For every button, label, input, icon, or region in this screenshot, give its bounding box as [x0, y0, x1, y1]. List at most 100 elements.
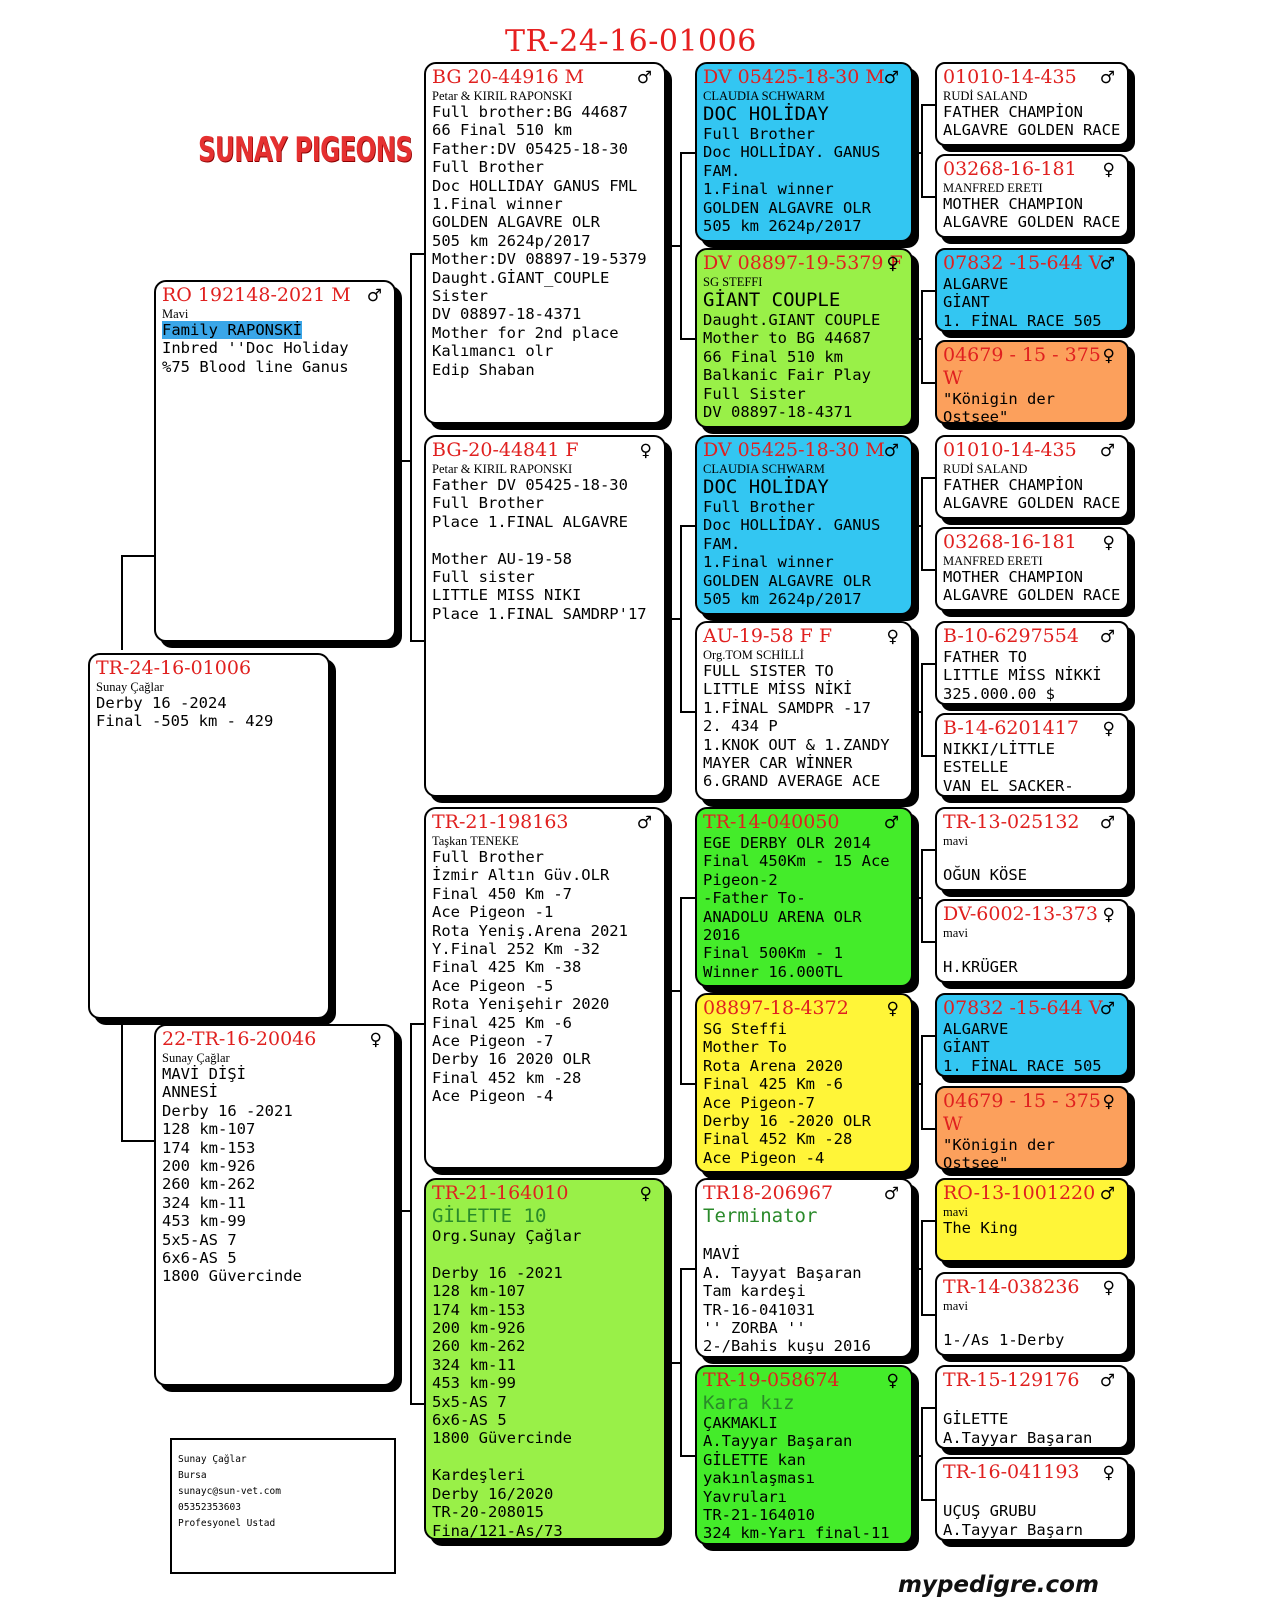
- female-icon: ♀: [886, 999, 899, 1019]
- sire-line: %75 Blood line Ganus: [162, 357, 349, 376]
- grandparent-line: 1800 Güvercinde: [432, 1429, 572, 1448]
- contact-email[interactable]: sunayc@sun-vet.com: [178, 1486, 281, 1497]
- connector-line: [680, 338, 695, 340]
- great-grandparent-line: 505 km 2624p/2017: [703, 590, 862, 609]
- connector-line: [921, 849, 935, 851]
- gg-grandparent-line: UÇUŞ GRUBU: [943, 1502, 1037, 1521]
- subject-card[interactable]: TR-24-16-01006 Sunay Çağlar Derby 16 -20…: [88, 653, 330, 1019]
- great-grandparent-line: DV 08897-18-4371: [703, 403, 853, 422]
- gg-grandparent-owner: MANFRED ERETI: [943, 181, 1043, 195]
- female-icon: ♀: [886, 627, 899, 647]
- great-grandparent-line: 1.Final winner: [703, 180, 834, 199]
- grandparent-line: Full Brother: [432, 848, 544, 866]
- great-grandparent-line: A.Tayyar Başaran: [703, 1432, 853, 1451]
- gg-grandparent-line: GİANT: [943, 1038, 990, 1057]
- dam-line: 128 km-107: [162, 1120, 256, 1139]
- gg-grandparent-line: ALGAVRE GOLDEN RACE: [943, 586, 1121, 605]
- page-title: TR-24-16-01006: [505, 24, 757, 59]
- gg-grandparent-owner: mavi: [943, 926, 968, 940]
- connector-line: [921, 290, 935, 292]
- connector-line: [921, 1314, 935, 1316]
- connector-line: [410, 253, 412, 641]
- subject-owner: Sunay Çağlar: [96, 680, 164, 694]
- great-grandparent-owner: Org.TOM SCHİLLİ: [703, 648, 804, 662]
- grandparent-line: İzmir Altın Güv.OLR: [432, 866, 610, 885]
- gg-grandparent-ring: TR-16-041193: [943, 1461, 1080, 1483]
- contact-phone[interactable]: 05352353603: [178, 1502, 241, 1513]
- grandparent-line: Derby 16 -2021: [432, 1263, 563, 1282]
- connector-line: [913, 897, 921, 899]
- grandparent-line: Doc HOLLIDAY GANUS FML: [432, 176, 638, 195]
- great-grandparent-line: 505 km 2624p/2017: [703, 217, 862, 236]
- great-grandparent-owner: SG STEFFI: [703, 275, 763, 289]
- gg-grandparent-line: 1. FİNAL RACE 505: [943, 1056, 1102, 1075]
- gg-grandparent-line: ALGAVRE GOLDEN RACE: [943, 121, 1121, 140]
- footer-site[interactable]: mypedigre.com: [898, 1572, 1099, 1598]
- gg-grandparent-line: FATHER CHAMPİON: [943, 476, 1083, 494]
- great-grandparent-line: GOLDEN ALGAVRE OLR: [703, 198, 871, 217]
- gg-grandparent-ring: 04679 - 15 - 375: [943, 1090, 1101, 1112]
- female-icon: ♀: [1102, 160, 1115, 180]
- grandparent-line: Ace Pigeon -7: [432, 1032, 554, 1051]
- great-grandparent-ring: 08897-18-4372: [703, 997, 849, 1019]
- female-icon: ♀: [639, 1184, 652, 1204]
- connector-line: [121, 555, 123, 650]
- connector-line: [680, 1268, 695, 1270]
- gg-grandparent-owner: mavi: [943, 1205, 968, 1219]
- great-grandparent-line: Final 452 Km -28: [703, 1130, 853, 1149]
- female-icon: ♀: [639, 441, 652, 461]
- grandparent-line: Final 450 Km -7: [432, 884, 572, 903]
- gg-grandparent-line: MOTHER CHAMPION: [943, 195, 1083, 213]
- great-grandparent-line: GİLETTE kan: [703, 1450, 806, 1469]
- female-icon: ♀: [369, 1030, 382, 1050]
- female-icon: ♀: [1102, 1278, 1115, 1298]
- sire-card[interactable]: ♂ RO 192148-2021 M Mavi Family RAPONSKİ …: [154, 280, 396, 642]
- grandparent-ring: BG-20-44841 F: [432, 439, 579, 461]
- gg-grandparent-line: H.KRÜGER: [943, 958, 1018, 977]
- connector-line: [921, 104, 923, 196]
- gg-grandparent-ring: 03268-16-181: [943, 158, 1077, 180]
- female-icon: ♀: [1102, 533, 1115, 553]
- dam-line: 453 km-99: [162, 1212, 246, 1231]
- grandparent-line: Edip Shaban: [432, 360, 535, 379]
- great-grandparent-line: Rota Arena 2020: [703, 1056, 843, 1075]
- grandparent-line: Full sister: [432, 568, 535, 587]
- grandparent-line: Sister: [432, 287, 488, 306]
- great-grandparent-name: Terminator: [703, 1205, 818, 1227]
- dam-line: 5x5-AS 7: [162, 1230, 237, 1249]
- connector-line: [913, 1083, 921, 1085]
- connector-line: [410, 1023, 412, 1403]
- great-grandparent-line: 6.GRAND AVERAGE ACE: [703, 772, 881, 791]
- grandparent-line: 5x5-AS 7: [432, 1392, 507, 1411]
- connector-line: [680, 152, 682, 338]
